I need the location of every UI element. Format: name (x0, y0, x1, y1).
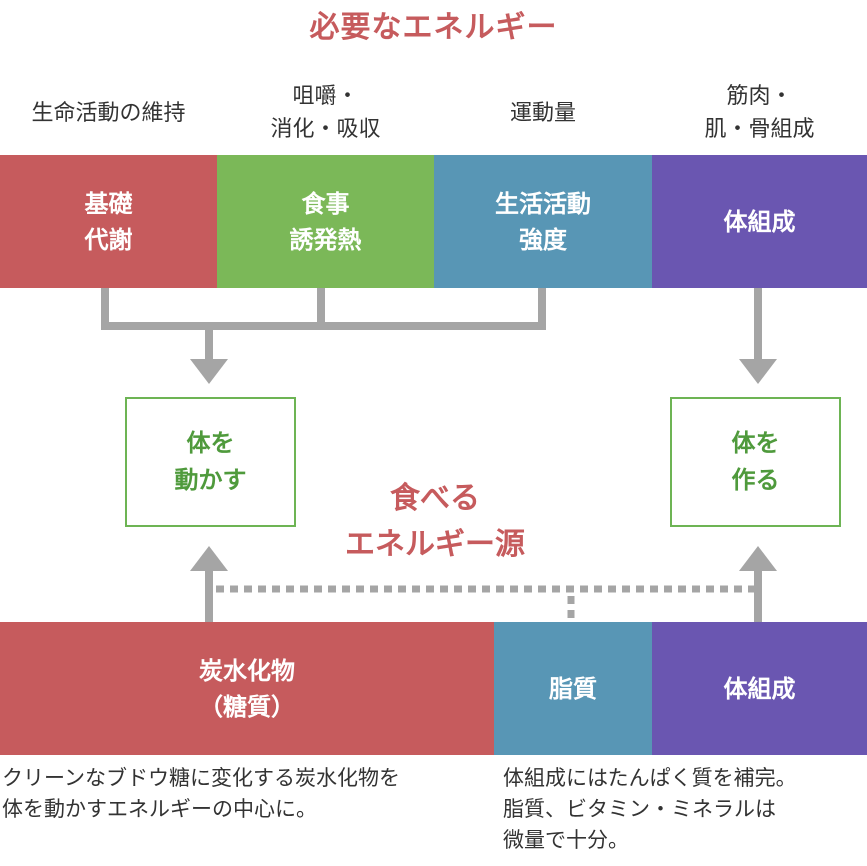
label-life-activity: 生命活動の維持 (31, 101, 186, 126)
up-arrow-left (190, 546, 228, 571)
box-build-body: 体を 作る (670, 397, 841, 527)
block-carbohydrate: 炭水化物 （糖質） (0, 622, 494, 755)
block-diet-induced-heat: 食事 誘発熱 (217, 155, 434, 288)
down-arrow-right (739, 359, 777, 384)
caption-carbohydrate: クリーンなブドウ糖に変化する炭水化物を 体を動かすエネルギーの中心に。 (2, 766, 400, 821)
block-lipid: 脂質 (494, 622, 652, 755)
page-title: 必要なエネルギー (309, 10, 558, 45)
label-body-composition: 筋肉・ 肌・骨組成 (704, 84, 815, 142)
block-basal-metabolism: 基礎 代謝 (0, 155, 217, 288)
up-arrow-right (739, 546, 777, 571)
energy-source-title: 食べる エネルギー源 (345, 481, 525, 562)
down-arrow-left (190, 359, 228, 384)
label-digestion: 咀嚼・ 消化・吸収 (270, 84, 381, 142)
box-move-body: 体を 動かす (125, 397, 296, 527)
label-exercise: 運動量 (509, 101, 576, 126)
block-body-composition-top: 体組成 (652, 155, 867, 288)
block-activity-intensity: 生活活動 強度 (434, 155, 652, 288)
block-body-composition-bottom: 体組成 (652, 622, 867, 755)
caption-protein: 体組成にはたんぱく質を補完。 脂質、ビタミン・ミネラルは 微量で十分。 (503, 766, 797, 852)
